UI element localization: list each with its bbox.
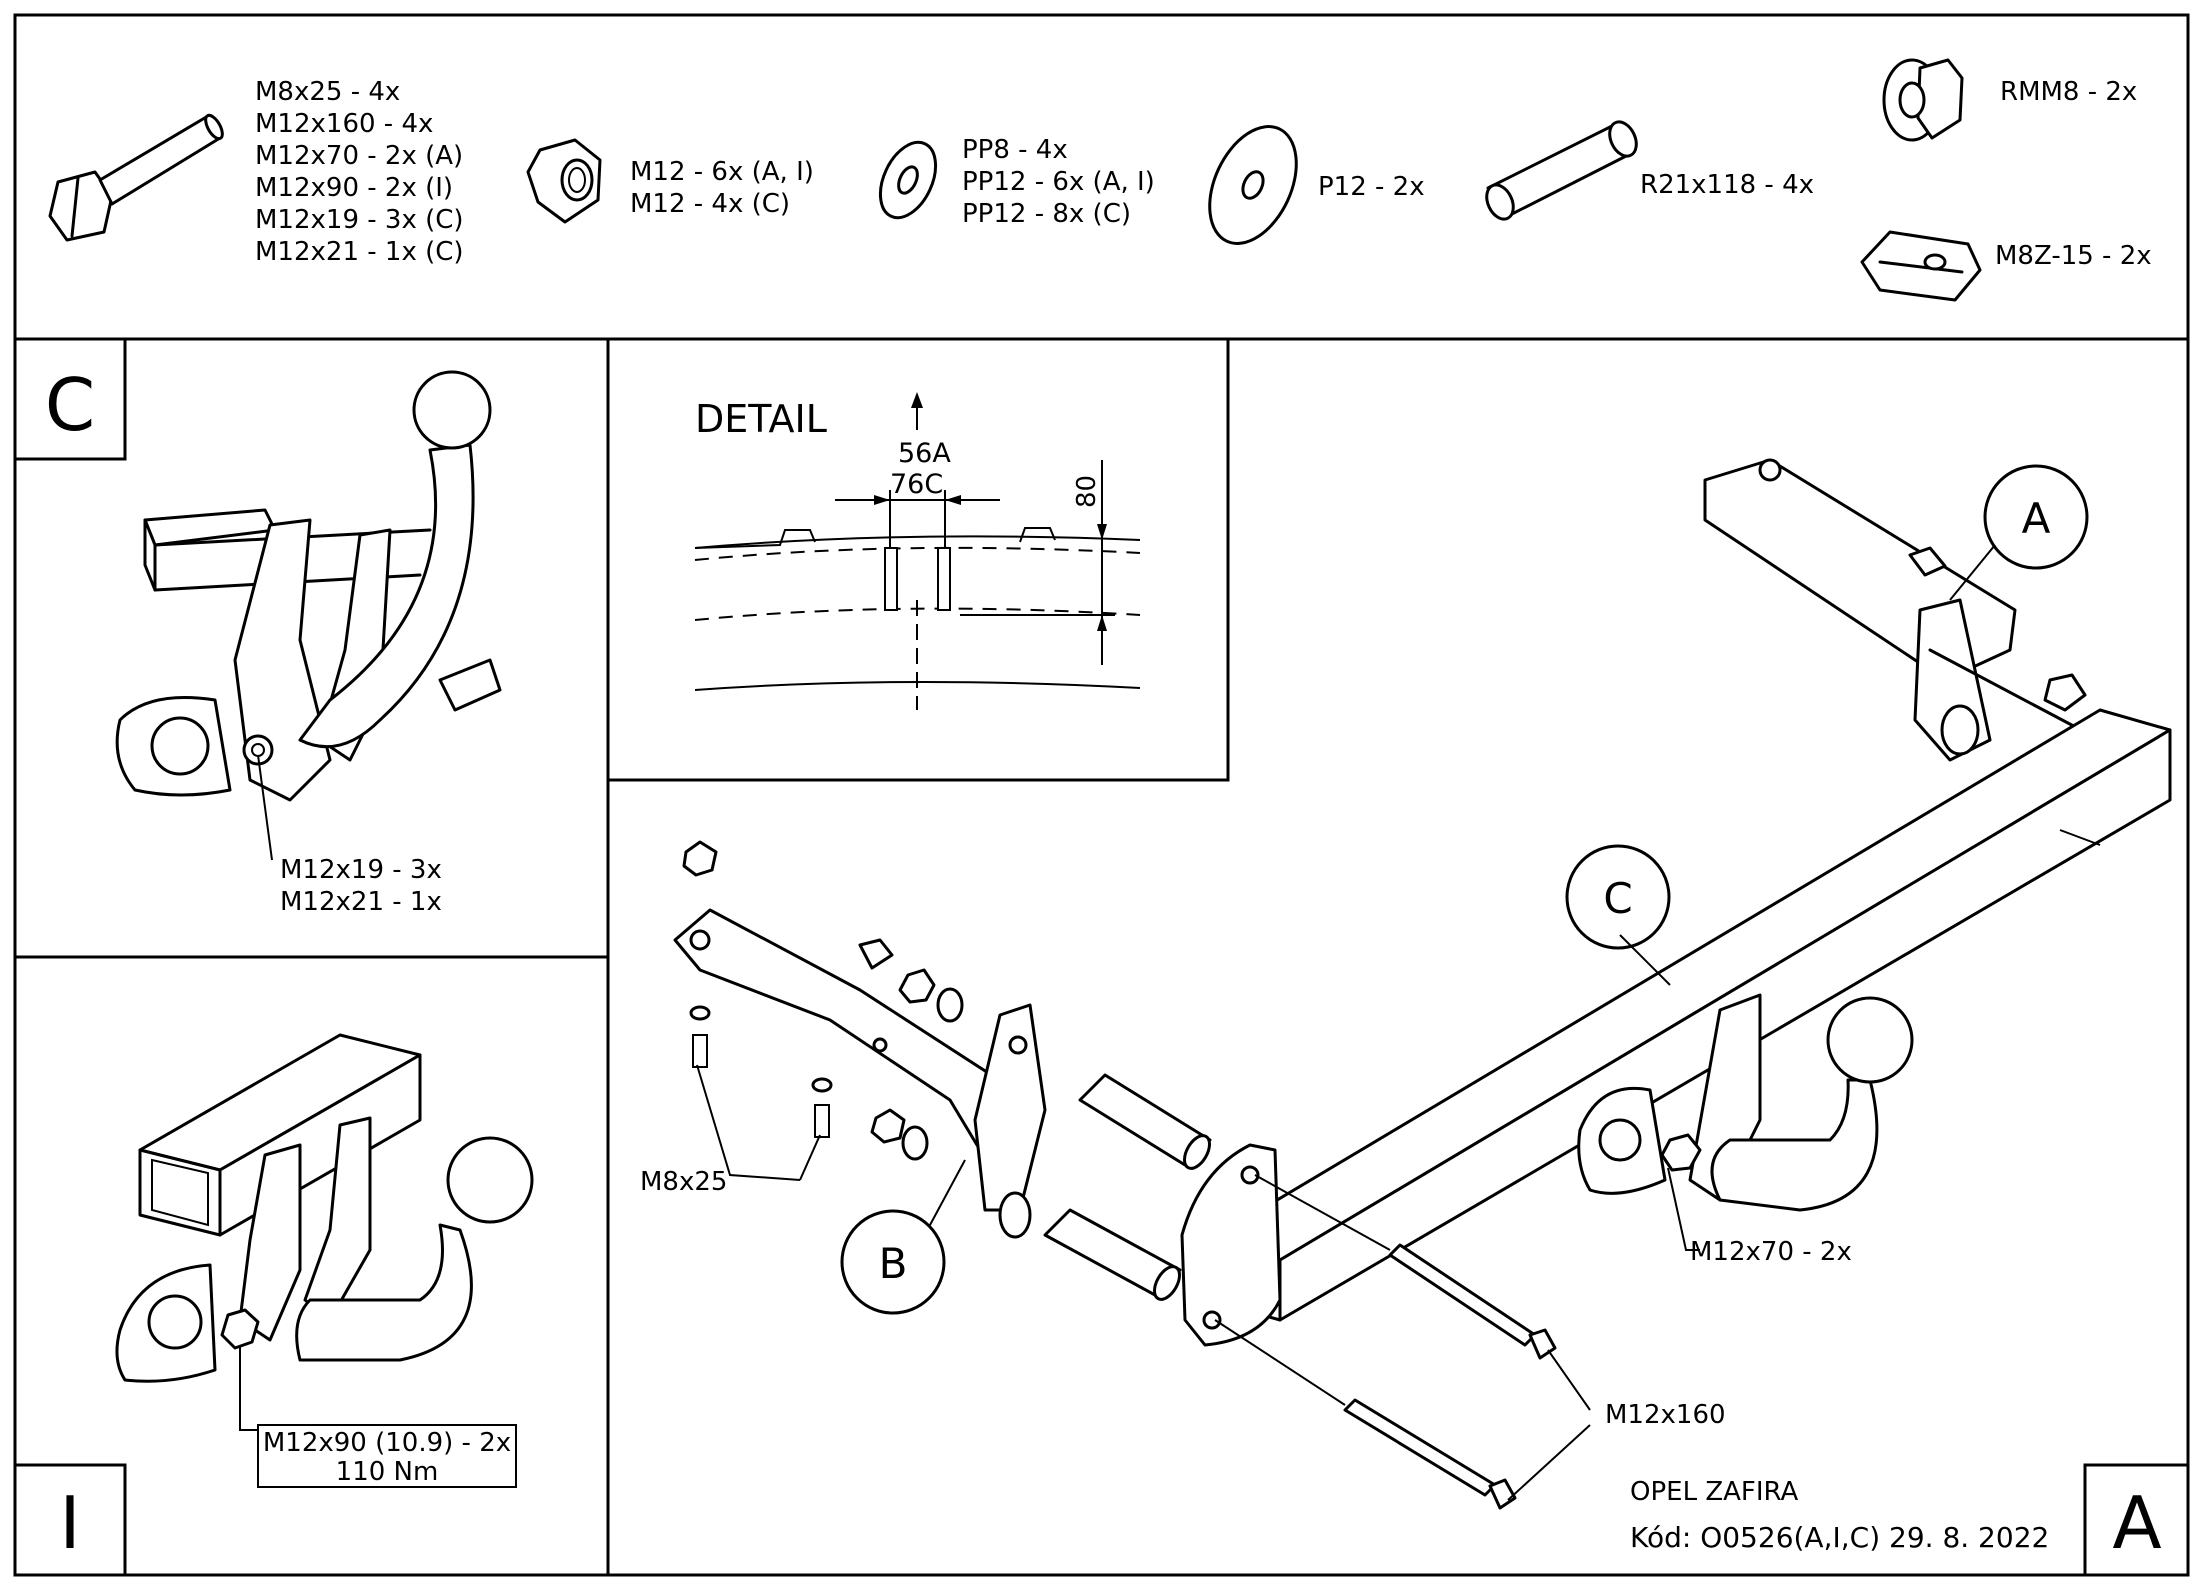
cross-tube xyxy=(1208,708,2172,1322)
detail-dim-56a: 56A xyxy=(898,438,951,469)
bolt-spec-1: M12x160 - 4x xyxy=(255,109,433,139)
panel-i: I M12x90 (10.9) - 2x 110 Nm xyxy=(13,1033,534,1577)
detail-dim-76c: 76C xyxy=(890,469,943,500)
left-fasteners xyxy=(682,840,1032,1239)
bolt-spec-4: M12x19 - 3x (C) xyxy=(255,205,464,235)
nut-spec-0: M12 - 6x (A, I) xyxy=(630,157,814,187)
clip-nut-icon xyxy=(1860,230,1982,302)
panel-c-callout-0: M12x19 - 3x xyxy=(280,855,442,885)
detail-view: DETAIL 56A 76C 80 xyxy=(694,392,1141,710)
panel-c-letter: C xyxy=(45,363,95,447)
washer-spec-2: PP12 - 8x (C) xyxy=(962,199,1131,229)
hex-nut-icon xyxy=(526,138,602,224)
label-m12x160: M12x160 xyxy=(1605,1400,1726,1430)
bolt-spec-2: M12x70 - 2x (A) xyxy=(255,141,463,171)
rivet-nut-icon xyxy=(1882,58,1964,142)
panel-i-letter: I xyxy=(59,1481,80,1565)
washer-spec-1: PP12 - 6x (A, I) xyxy=(962,167,1155,197)
towbar-c-illustration xyxy=(115,370,502,802)
detail-title: DETAIL xyxy=(695,397,827,441)
spacer-tubes xyxy=(1043,1073,1212,1301)
detail-dim-80: 80 xyxy=(1072,475,1102,508)
spacer-tube-spec: R21x118 - 4x xyxy=(1640,170,1814,200)
clip-nut-spec: M8Z-15 - 2x xyxy=(1995,241,2152,271)
bolt-spec-3: M12x90 - 2x (I) xyxy=(255,173,453,203)
circle-c-letter: C xyxy=(1603,874,1632,923)
bolt-spec-5: M12x21 - 1x (C) xyxy=(255,237,464,267)
washer-spec-0: PP8 - 4x xyxy=(962,135,1068,165)
panel-i-callout-1: 110 Nm xyxy=(336,1457,439,1487)
bolt-spec-0: M8x25 - 4x xyxy=(255,77,400,107)
main-view-letter: A xyxy=(2112,1481,2161,1565)
washer-icon xyxy=(878,140,938,220)
circle-b-letter: B xyxy=(879,1239,908,1288)
left-bracket-b xyxy=(673,908,1047,1212)
drawing-frames xyxy=(13,13,2190,1577)
panel-i-callout-0: M12x90 (10.9) - 2x xyxy=(263,1428,511,1458)
large-washer-icon xyxy=(1208,125,1298,245)
right-bracket xyxy=(1703,458,2102,762)
large-washer-spec: P12 - 2x xyxy=(1318,172,1425,202)
vehicle-name: OPEL ZAFIRA xyxy=(1630,1477,1799,1507)
product-code: Kód: O0526(A,I,C) 29. 8. 2022 xyxy=(1630,1521,2049,1554)
rivet-nut-spec: RMM8 - 2x xyxy=(2000,77,2137,107)
nut-spec-1: M12 - 4x (C) xyxy=(630,189,790,219)
spacer-tube-icon xyxy=(1485,120,1638,221)
panel-c: C M12x19 - 3x M12x21 - 1x xyxy=(13,337,502,917)
towbar-i-illustration xyxy=(115,1033,534,1383)
circle-a-letter: A xyxy=(2022,494,2051,543)
main-ball-neck xyxy=(1577,993,1914,1212)
main-assembly-view: A C B M8x25 M12x70 - 2x M12x160 OPEL ZAF… xyxy=(640,458,2190,1577)
label-m12x70: M12x70 - 2x xyxy=(1690,1237,1852,1267)
label-m8x25: M8x25 xyxy=(640,1167,727,1197)
bolt-icon xyxy=(48,113,224,242)
panel-c-callout-1: M12x21 - 1x xyxy=(280,887,442,917)
parts-list: M8x25 - 4x M12x160 - 4x M12x70 - 2x (A) … xyxy=(48,58,2152,302)
